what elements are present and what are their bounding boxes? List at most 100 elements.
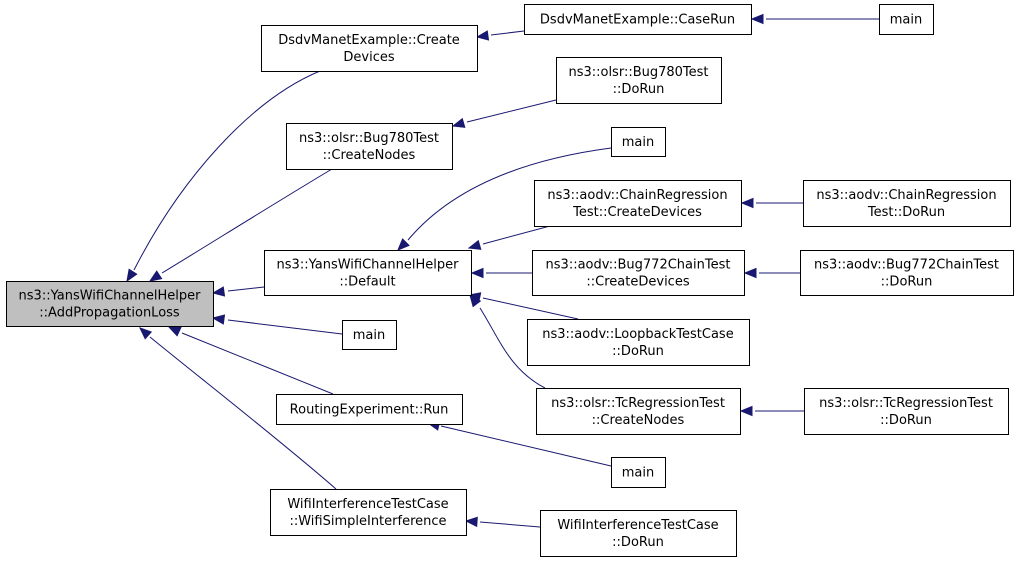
node-box[interactable] <box>286 123 453 170</box>
node-box[interactable] <box>534 180 742 227</box>
node-label: ns3::YansWifiChannelHelper <box>277 258 460 273</box>
node-olsr_tc_create[interactable]: ns3::olsr::TcRegressionTest::CreateNodes <box>536 388 741 435</box>
node-yans_default[interactable]: ns3::YansWifiChannelHelper::Default <box>264 250 472 296</box>
node-label: main <box>353 328 385 343</box>
node-main_d[interactable]: main <box>611 457 666 488</box>
node-wifi_interf_dorun[interactable]: WifiInterferenceTestCase::DoRun <box>540 510 737 557</box>
edge-yans_default-to-root <box>211 286 265 297</box>
node-box[interactable] <box>532 250 745 296</box>
node-box[interactable] <box>524 4 752 35</box>
node-main_a[interactable]: main <box>879 4 934 35</box>
node-box[interactable] <box>879 4 934 35</box>
edge-line <box>466 99 557 123</box>
arrowhead <box>475 30 490 41</box>
node-dsdv_create[interactable]: DsdvManetExample::CreateDevices <box>261 25 478 72</box>
edge-aodv_bug772_create-to-yans_default <box>470 267 532 279</box>
node-box[interactable] <box>536 388 741 435</box>
edge-aodv_chain_create-to-yans_default <box>467 225 551 250</box>
node-label: DsdvManetExample::CaseRun <box>540 13 735 28</box>
node-label: main <box>622 135 654 150</box>
node-box[interactable] <box>270 489 467 536</box>
node-label: ::CreateNodes <box>323 148 416 163</box>
edge-olsr_tc_create-to-yans_default <box>469 293 546 389</box>
node-box[interactable] <box>804 388 1009 435</box>
edges-layer <box>126 13 879 528</box>
edge-olsr_bug780_create-to-root <box>148 168 333 282</box>
node-main_b[interactable]: main <box>611 127 666 157</box>
node-box[interactable] <box>540 510 737 557</box>
node-box[interactable] <box>611 457 666 488</box>
arrowhead <box>451 117 466 128</box>
node-box[interactable] <box>342 320 397 350</box>
edge-line <box>482 297 579 320</box>
node-label: ::DoRun <box>612 535 664 550</box>
node-label: Test::CreateDevices <box>572 205 702 220</box>
arrowhead <box>126 268 138 283</box>
edge-line <box>479 307 546 389</box>
node-aodv_bug772_dorun[interactable]: ns3::aodv::Bug772ChainTest::DoRun <box>800 250 1014 296</box>
node-olsr_bug780_dorun[interactable]: ns3::olsr::Bug780Test::DoRun <box>556 57 722 104</box>
edge-main_c-to-root <box>211 314 343 335</box>
arrowhead <box>743 267 757 279</box>
node-olsr_bug780_create[interactable]: ns3::olsr::Bug780Test::CreateNodes <box>286 123 453 170</box>
edge-line <box>490 30 525 36</box>
node-box[interactable] <box>527 319 750 366</box>
edge-aodv_bug772_dorun-to-aodv_bug772_create <box>743 267 800 279</box>
node-box[interactable] <box>261 25 478 72</box>
node-label: main <box>890 13 922 28</box>
node-box[interactable] <box>556 57 722 104</box>
edge-line <box>407 147 612 241</box>
edge-main_a-to-dsdv_caserun <box>750 13 879 25</box>
node-aodv_chain_create[interactable]: ns3::aodv::ChainRegressionTest::CreateDe… <box>534 180 742 227</box>
arrowhead <box>739 405 753 417</box>
node-label: DsdvManetExample::Create <box>278 33 460 48</box>
edge-line <box>479 521 541 528</box>
node-label: Devices <box>343 50 394 65</box>
arrowhead <box>750 13 764 25</box>
node-olsr_tc_dorun[interactable]: ns3::olsr::TcRegressionTest::DoRun <box>804 388 1009 435</box>
node-label: ::DoRun <box>880 413 932 428</box>
node-routing_run[interactable]: RoutingExperiment::Run <box>276 394 463 425</box>
node-label: Test::DoRun <box>867 205 945 220</box>
node-label: ::DoRun <box>613 82 665 97</box>
edge-olsr_tc_dorun-to-olsr_tc_create <box>739 405 804 417</box>
node-wifi_interf[interactable]: WifiInterferenceTestCase::WifiSimpleInte… <box>270 489 467 536</box>
arrowhead <box>470 267 484 279</box>
node-label: ns3::olsr::TcRegressionTest <box>819 396 993 411</box>
node-label: ::Default <box>339 275 395 290</box>
edge-line <box>482 225 551 245</box>
node-label: ns3::aodv::Bug772ChainTest <box>546 258 731 273</box>
node-label: ns3::aodv::ChainRegression <box>547 188 727 203</box>
node-label: ns3::olsr::Bug780Test <box>299 131 439 146</box>
node-box[interactable] <box>611 127 666 157</box>
nodes-layer: ns3::YansWifiChannelHelper::AddPropagati… <box>6 4 1014 557</box>
arrowhead <box>397 238 410 251</box>
node-dsdv_caserun[interactable]: DsdvManetExample::CaseRun <box>524 4 752 35</box>
arrowhead <box>469 293 482 308</box>
node-box[interactable] <box>264 250 472 296</box>
edge-wifi_interf-to-root <box>139 327 337 490</box>
node-label: ns3::aodv::Bug772ChainTest <box>814 258 999 273</box>
node-label: ns3::aodv::ChainRegression <box>816 188 996 203</box>
edge-line <box>440 425 612 467</box>
edge-line <box>181 332 334 395</box>
node-label: WifiInterferenceTestCase <box>287 497 448 512</box>
node-label: ::WifiSimpleInterference <box>289 514 446 529</box>
node-main_c[interactable]: main <box>342 320 397 350</box>
node-root[interactable]: ns3::YansWifiChannelHelper::AddPropagati… <box>6 281 214 327</box>
arrowhead <box>464 516 478 528</box>
arrowhead <box>139 327 153 340</box>
edge-line <box>227 286 265 292</box>
node-label: ns3::olsr::Bug780Test <box>568 65 708 80</box>
node-box[interactable] <box>803 180 1011 227</box>
edge-main_b-to-yans_default <box>397 147 612 251</box>
node-aodv_bug772_create[interactable]: ns3::aodv::Bug772ChainTest::CreateDevice… <box>532 250 745 296</box>
node-box[interactable] <box>276 394 463 425</box>
node-box[interactable] <box>800 250 1014 296</box>
node-box[interactable] <box>6 281 214 327</box>
arrowhead <box>148 270 163 282</box>
node-aodv_loopback[interactable]: ns3::aodv::LoopbackTestCase::DoRun <box>527 319 750 366</box>
node-label: ns3::olsr::TcRegressionTest <box>551 396 725 411</box>
